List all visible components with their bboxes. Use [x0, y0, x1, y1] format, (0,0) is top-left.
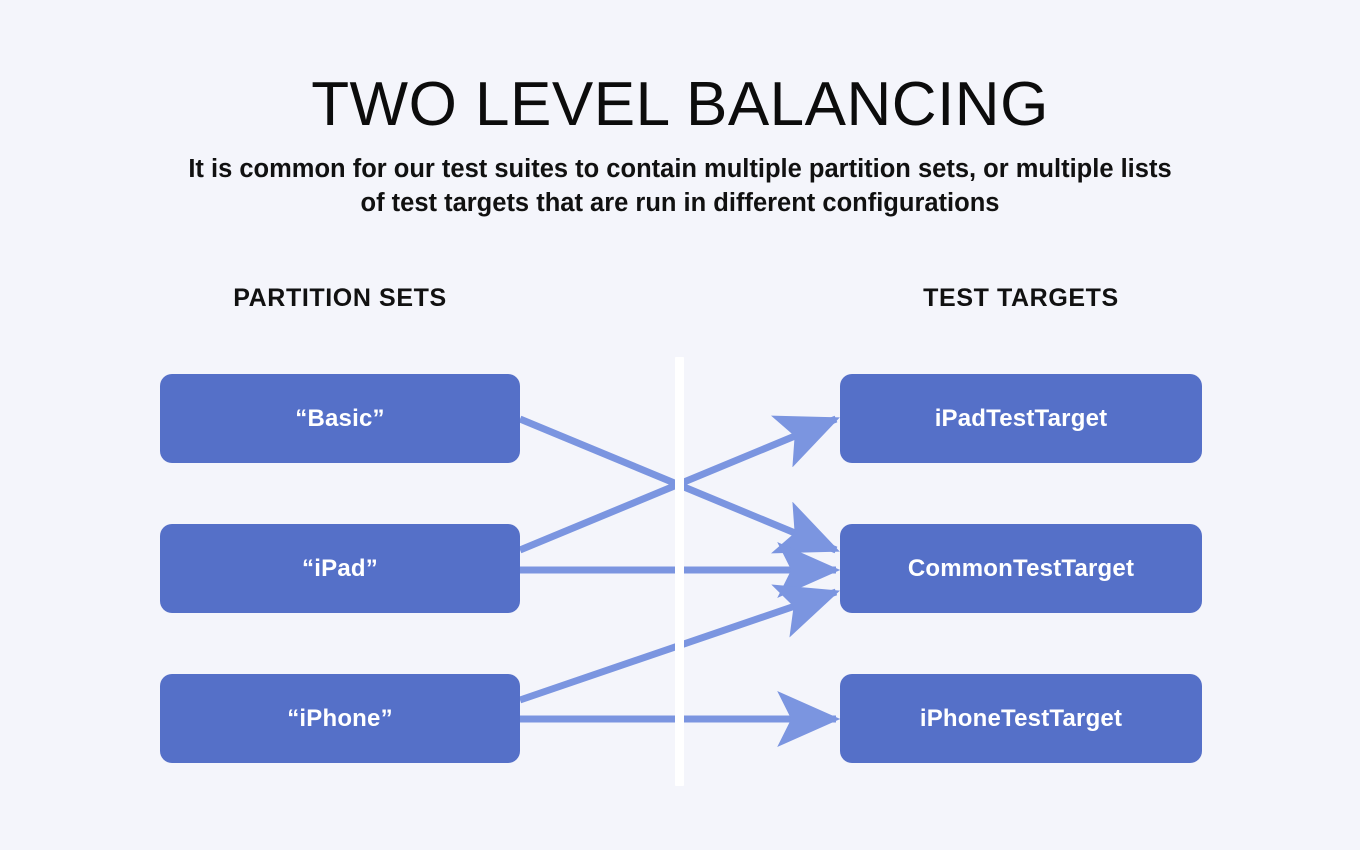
node-label: iPadTestTarget — [934, 404, 1108, 432]
column-header-test-targets: TEST TARGETS — [923, 284, 1119, 312]
test-target-node-commontesttarget[interactable]: CommonTestTarget — [840, 524, 1202, 613]
column-header-partition-sets: PARTITION SETS — [233, 284, 447, 312]
node-label: “iPhone” — [287, 704, 393, 732]
test-target-node-iphonetesttarget[interactable]: iPhoneTestTarget — [840, 674, 1202, 763]
node-label: CommonTestTarget — [907, 554, 1135, 582]
node-label: iPhoneTestTarget — [919, 704, 1123, 732]
node-label: “Basic” — [295, 404, 385, 432]
page-subtitle: It is common for our test suites to cont… — [188, 155, 1172, 218]
partition-set-node-basic[interactable]: “Basic” — [160, 374, 520, 463]
page-title: TWO LEVEL BALANCING — [311, 70, 1049, 139]
partition-set-node-iphone[interactable]: “iPhone” — [160, 674, 520, 763]
node-label: “iPad” — [302, 554, 378, 582]
test-target-node-ipadtesttarget[interactable]: iPadTestTarget — [840, 374, 1202, 463]
partition-set-node-ipad[interactable]: “iPad” — [160, 524, 520, 613]
column-divider — [675, 357, 684, 786]
